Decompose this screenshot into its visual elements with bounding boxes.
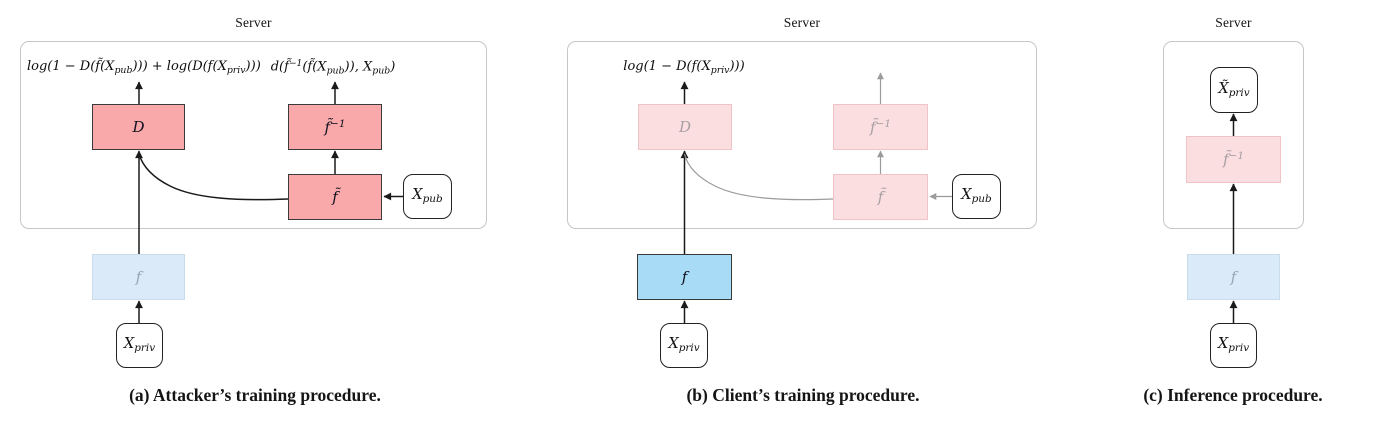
formula-text: ))) [729, 59, 745, 74]
node-x-priv: Xpriv [116, 323, 163, 368]
node-f-inverse: f̃−1 [1186, 136, 1281, 183]
formula-text: d(f̃ [270, 59, 289, 75]
client-loss-formula: log(1 − D(f(Xpriv))) [584, 59, 784, 76]
node-label: f [135, 268, 142, 286]
formula-text: log(1 − D(f(X [623, 59, 711, 74]
formula-text: ))) + log(D(f(X [132, 59, 227, 74]
formula-sub: pub [372, 65, 391, 77]
formula-text: (f̃(X [302, 59, 327, 75]
formula-text: log(1 − D(f̃(X [27, 59, 115, 74]
formula-text: )), X [344, 59, 373, 75]
node-client-encoder-f: f [1187, 254, 1280, 300]
node-label: X̃priv [1218, 80, 1250, 100]
node-label: f̃−1 [324, 117, 346, 137]
node-label: Xpub [412, 187, 443, 206]
node-client-encoder-f: f [92, 254, 185, 300]
node-label: D [678, 118, 692, 136]
node-f-tilde: f̃ [288, 174, 382, 220]
node-x-pub: Xpub [403, 174, 452, 219]
node-x-priv-reconstructed: X̃priv [1210, 67, 1258, 113]
node-label: f̃−1 [1222, 150, 1245, 169]
subcaption-b: (b) Client’s training procedure. [686, 385, 920, 405]
node-label: f̃ [877, 188, 884, 206]
server-label: Server [783, 15, 821, 30]
formula-sub: priv [226, 64, 246, 76]
node-f-inverse-frozen: f̃−1 [833, 104, 928, 150]
node-label: D [132, 118, 145, 136]
node-f-tilde-frozen: f̃ [833, 174, 928, 220]
formula-sub: pub [114, 64, 133, 76]
node-label: Xpub [961, 187, 992, 206]
node-client-encoder-f-trained: f [637, 254, 732, 300]
subcaption-c: (c) Inference procedure. [1143, 385, 1323, 405]
formula-sub: pub [326, 65, 345, 77]
discriminator-loss-formula: log(1 − D(f̃(Xpub))) + log(D(f(Xpriv))) [27, 59, 261, 76]
node-x-priv: Xpriv [660, 323, 708, 368]
formula-sub: priv [710, 64, 730, 76]
node-discriminator: D [92, 104, 185, 150]
node-label: f [1230, 268, 1237, 286]
node-label: Xpriv [123, 336, 156, 355]
formula-sup: −1 [288, 59, 303, 69]
node-label: f [681, 268, 688, 286]
node-discriminator-frozen: D [638, 104, 732, 150]
server-label: Server [1215, 15, 1252, 30]
node-label: f̃−1 [869, 117, 892, 137]
node-f-inverse: f̃−1 [288, 104, 382, 150]
reconstruction-distance-formula: d(f̃−1(f̃(Xpub)), Xpub) [243, 59, 423, 76]
node-x-priv: Xpriv [1210, 323, 1257, 368]
formula-text: ))) [245, 59, 261, 74]
subcaption-a: (a) Attacker’s training procedure. [129, 385, 381, 405]
formula-text: ) [390, 59, 396, 75]
server-label: Server [235, 15, 272, 30]
node-x-pub: Xpub [952, 174, 1001, 219]
node-label: f̃ [332, 188, 338, 206]
node-label: Xpriv [668, 336, 700, 355]
node-label: Xpriv [1217, 336, 1250, 355]
